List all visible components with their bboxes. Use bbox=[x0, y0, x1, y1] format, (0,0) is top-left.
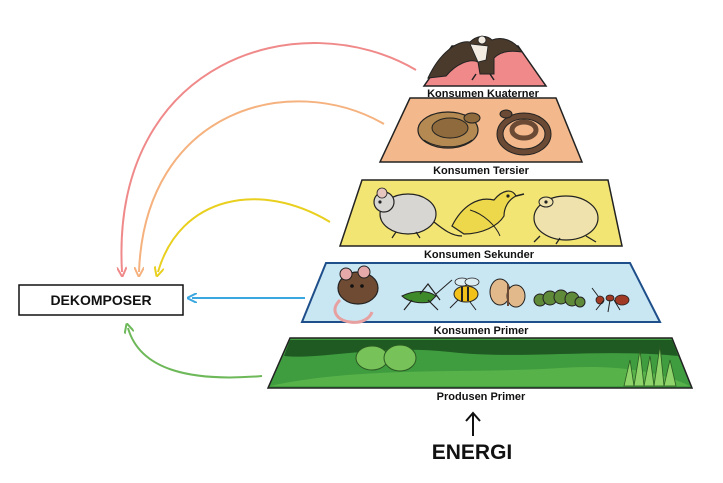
level-sekunder-label: Konsumen Sekunder bbox=[424, 249, 535, 261]
bee-icon bbox=[449, 277, 480, 311]
level-kuaterner: Konsumen Kuaterner bbox=[422, 35, 548, 100]
eagle-icon bbox=[427, 35, 524, 81]
level-sekunder: Konsumen Sekunder bbox=[338, 179, 623, 261]
shrubs-icon bbox=[355, 344, 417, 372]
arrow-sekunder-to-decomposer bbox=[158, 198, 331, 272]
level-primer: Konsumen Primer bbox=[300, 262, 662, 337]
grasshopper-icon bbox=[401, 279, 453, 311]
arrow-produsen-to-decomposer bbox=[128, 328, 263, 379]
arrow-tersier-to-decomposer bbox=[139, 100, 385, 272]
level-tersier-label: Konsumen Tersier bbox=[433, 165, 529, 177]
arrow-kuaterner-to-decomposer bbox=[121, 42, 417, 272]
level-primer-band bbox=[300, 262, 662, 323]
level-tersier-band bbox=[378, 97, 584, 163]
mouse-icon bbox=[333, 265, 379, 324]
energy-label: ENERGI bbox=[432, 441, 513, 464]
energy-input: ENERGI bbox=[432, 411, 513, 464]
decomposer-label: DEKOMPOSER bbox=[50, 292, 151, 308]
level-kuaterner-label: Konsumen Kuaterner bbox=[427, 88, 540, 100]
snake-icon bbox=[417, 111, 481, 149]
decomposer-box: DEKOMPOSER bbox=[18, 284, 184, 316]
moth-icon bbox=[489, 278, 526, 308]
ant-icon bbox=[591, 287, 630, 313]
caterpillar-icon bbox=[533, 289, 586, 308]
level-tersier: Konsumen Tersier bbox=[378, 97, 584, 177]
level-primer-label: Konsumen Primer bbox=[434, 325, 529, 337]
level-produsen-label: Produsen Primer bbox=[437, 391, 526, 403]
energy-arrow-icon bbox=[465, 411, 481, 436]
bird-icon bbox=[451, 190, 525, 237]
toad-icon bbox=[533, 195, 599, 245]
rodent-icon bbox=[373, 187, 463, 239]
level-produsen: Produsen Primer bbox=[266, 337, 694, 403]
grass-icon bbox=[623, 345, 677, 387]
snake-icon bbox=[496, 109, 552, 156]
